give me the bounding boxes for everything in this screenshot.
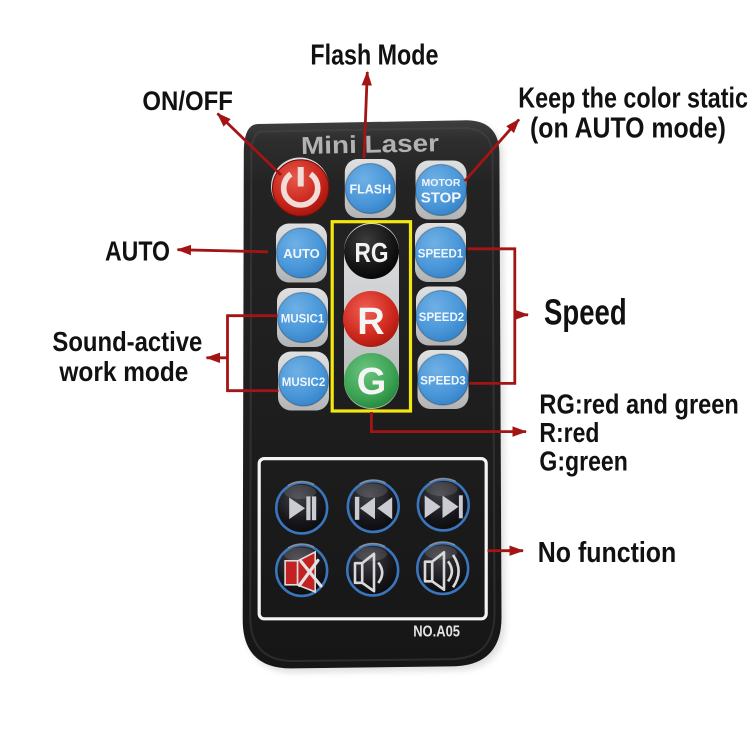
svg-text:No function: No function <box>538 537 676 569</box>
svg-text:STOP: STOP <box>421 190 462 207</box>
svg-text:Mini Laser: Mini Laser <box>301 129 440 160</box>
svg-text:Keep the color static: Keep the color static <box>518 81 748 114</box>
svg-text:SPEED1: SPEED1 <box>418 249 464 261</box>
svg-text:Sound-active: Sound-active <box>52 325 202 357</box>
svg-text:MOTOR: MOTOR <box>422 177 461 189</box>
svg-text:R: R <box>357 301 384 343</box>
svg-text:G:green: G:green <box>539 447 627 478</box>
svg-text:G: G <box>357 361 387 403</box>
svg-text:MUSIC2: MUSIC2 <box>282 377 325 389</box>
svg-text:RG: RG <box>354 238 388 269</box>
svg-text:RG:red and green: RG:red and green <box>539 390 738 420</box>
svg-text:Flash Mode: Flash Mode <box>310 38 438 71</box>
svg-text:NO.A05: NO.A05 <box>413 623 460 641</box>
svg-text:MUSIC1: MUSIC1 <box>281 314 325 326</box>
svg-text:SPEED3: SPEED3 <box>420 376 465 388</box>
svg-text:SPEED2: SPEED2 <box>419 312 464 324</box>
svg-text:work mode: work mode <box>58 355 188 387</box>
svg-text:FLASH: FLASH <box>349 183 391 197</box>
svg-text:AUTO: AUTO <box>105 237 170 268</box>
svg-text:(on AUTO mode): (on AUTO mode) <box>530 112 726 144</box>
svg-text:Speed: Speed <box>544 292 627 333</box>
svg-text:ON/OFF: ON/OFF <box>142 87 232 116</box>
svg-text:R:red: R:red <box>539 418 599 449</box>
svg-text:AUTO: AUTO <box>283 246 320 261</box>
